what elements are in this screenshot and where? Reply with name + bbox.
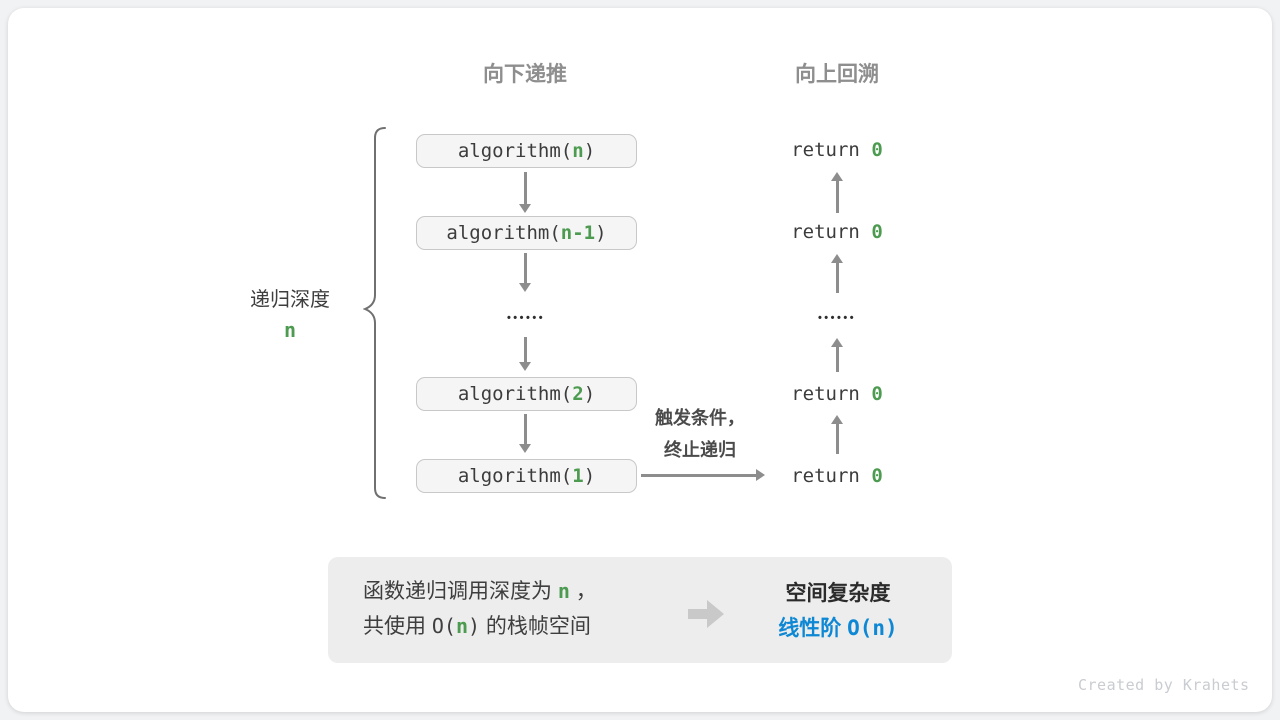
space-complexity-title: 空间复杂度 (785, 582, 891, 605)
trigger-line2: 终止递归 (664, 440, 736, 460)
summary-text-part: 的栈帧空间 (480, 615, 591, 638)
trigger-condition-label: 触发条件， 终止递归 (636, 402, 764, 466)
space-complexity-result: 线性阶 O(n) (738, 612, 938, 642)
down-arrow-icon (519, 337, 531, 371)
summary-panel: 函数递归调用深度为 n ， 共使用 O(n) 的栈帧空间 空间复杂度 线性阶 O… (328, 557, 952, 663)
call-box-n-1: algorithm(n-1) (416, 216, 637, 250)
call-box-1: algorithm(1) (416, 459, 637, 493)
call-text: algorithm( (446, 222, 561, 244)
down-arrow-icon (519, 414, 531, 453)
up-arrow-icon (831, 338, 843, 372)
call-text: algorithm( (457, 140, 573, 162)
ellipsis-right: •••••• (817, 312, 857, 324)
return-text: return (791, 139, 872, 161)
credit-text: Created by Krahets (1078, 676, 1250, 694)
summary-variable: n (557, 579, 570, 603)
summary-text-part: ， (569, 580, 597, 603)
summary-code: ) (467, 614, 481, 638)
return-text: return (791, 383, 872, 405)
call-arg: n (572, 140, 584, 162)
down-arrow-icon (519, 253, 531, 292)
up-arrow-icon (831, 415, 843, 454)
call-box-2: algorithm(2) (416, 377, 637, 411)
call-arg: 2 (572, 383, 584, 405)
recursion-depth-label: 递归深度 (250, 289, 330, 311)
summary-text: 函数递归调用深度为 n ， 共使用 O(n) 的栈帧空间 (363, 574, 597, 644)
return-statement: return 0 (767, 139, 907, 163)
up-arrow-icon (831, 254, 843, 293)
call-box-n: algorithm(n) (416, 134, 637, 168)
return-value: 0 (871, 139, 883, 161)
call-text: ) (583, 465, 596, 487)
return-text: return (791, 465, 872, 487)
recursion-depth-variable: n (283, 318, 297, 342)
trigger-line1: 触发条件， (655, 408, 745, 428)
call-text: algorithm( (457, 383, 573, 405)
result-text: 线性阶 (778, 617, 848, 640)
terminate-arrow-icon (641, 469, 765, 481)
call-arg: 1 (572, 465, 584, 487)
column-header-backtrack: 向上回溯 (795, 63, 879, 86)
summary-line1: 函数递归调用深度为 n ， (363, 574, 597, 609)
call-text: ) (583, 140, 596, 162)
column-header-recurse: 向下递推 (483, 63, 567, 86)
up-arrow-icon (831, 172, 843, 213)
return-statement: return 0 (767, 383, 907, 407)
summary-code: O( (431, 614, 456, 638)
return-value: 0 (871, 221, 883, 243)
summary-text-part: 共使用 (363, 615, 432, 638)
summary-line2: 共使用 O(n) 的栈帧空间 (363, 609, 597, 644)
return-statement: return 0 (767, 221, 907, 245)
call-text: algorithm( (457, 465, 573, 487)
summary-text-part: 函数递归调用深度为 (363, 580, 558, 603)
return-value: 0 (871, 465, 883, 487)
call-arg: n-1 (560, 222, 596, 244)
down-arrow-icon (519, 172, 531, 213)
return-text: return (791, 221, 872, 243)
summary-variable: n (455, 614, 468, 638)
result-code: O(n) (847, 616, 898, 640)
return-statement: return 0 (767, 465, 907, 489)
ellipsis-left: •••••• (506, 312, 546, 324)
return-value: 0 (871, 383, 883, 405)
block-arrow-icon (688, 600, 724, 628)
call-text: ) (595, 222, 607, 244)
call-text: ) (583, 383, 596, 405)
curly-brace-icon (363, 127, 386, 499)
